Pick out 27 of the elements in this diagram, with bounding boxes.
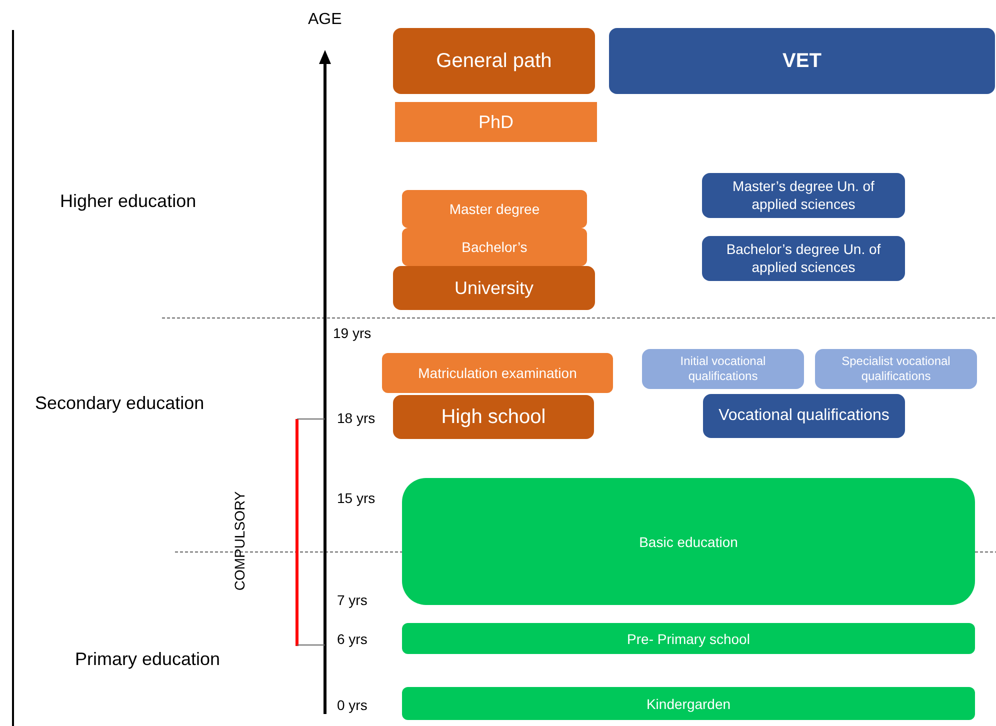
level-label: Secondary education: [35, 392, 204, 415]
compulsory-label: COMPULSORY: [231, 491, 249, 591]
school-box: Kindergarden: [402, 687, 975, 720]
phd-box: PhD: [395, 102, 597, 142]
school-box: Pre- Primary school: [402, 623, 975, 654]
education-box: Basic education: [402, 478, 975, 605]
degree-box: Bachelor’s: [402, 228, 587, 266]
qualification-box: Specialist vocational qualifications: [815, 349, 977, 389]
axis-title: AGE: [308, 10, 342, 30]
school-box: High school: [393, 395, 594, 439]
qualification-box: Initial vocational qualifications: [642, 349, 804, 389]
degree-box: Master’s degree Un. of applied sciences: [702, 173, 905, 218]
qualification-box: Vocational qualifications: [703, 394, 905, 438]
level-label: Higher education: [60, 190, 196, 213]
degree-box: Bachelor’s degree Un. of applied sciences: [702, 236, 905, 281]
level-label: Primary education: [75, 648, 220, 671]
age-label: 7 yrs: [337, 591, 368, 610]
university-box: University: [393, 266, 595, 310]
general-path-box: General path: [393, 28, 595, 94]
degree-box: Master degree: [402, 190, 587, 228]
age-label: 6 yrs: [337, 630, 368, 649]
exam-box: Matriculation examination: [382, 353, 613, 393]
vet-box: VET: [609, 28, 995, 94]
age-label: 18 yrs: [337, 409, 376, 428]
age-label: 19 yrs: [333, 324, 372, 343]
age-label: 15 yrs: [337, 489, 376, 508]
age-label: 0 yrs: [337, 696, 368, 715]
